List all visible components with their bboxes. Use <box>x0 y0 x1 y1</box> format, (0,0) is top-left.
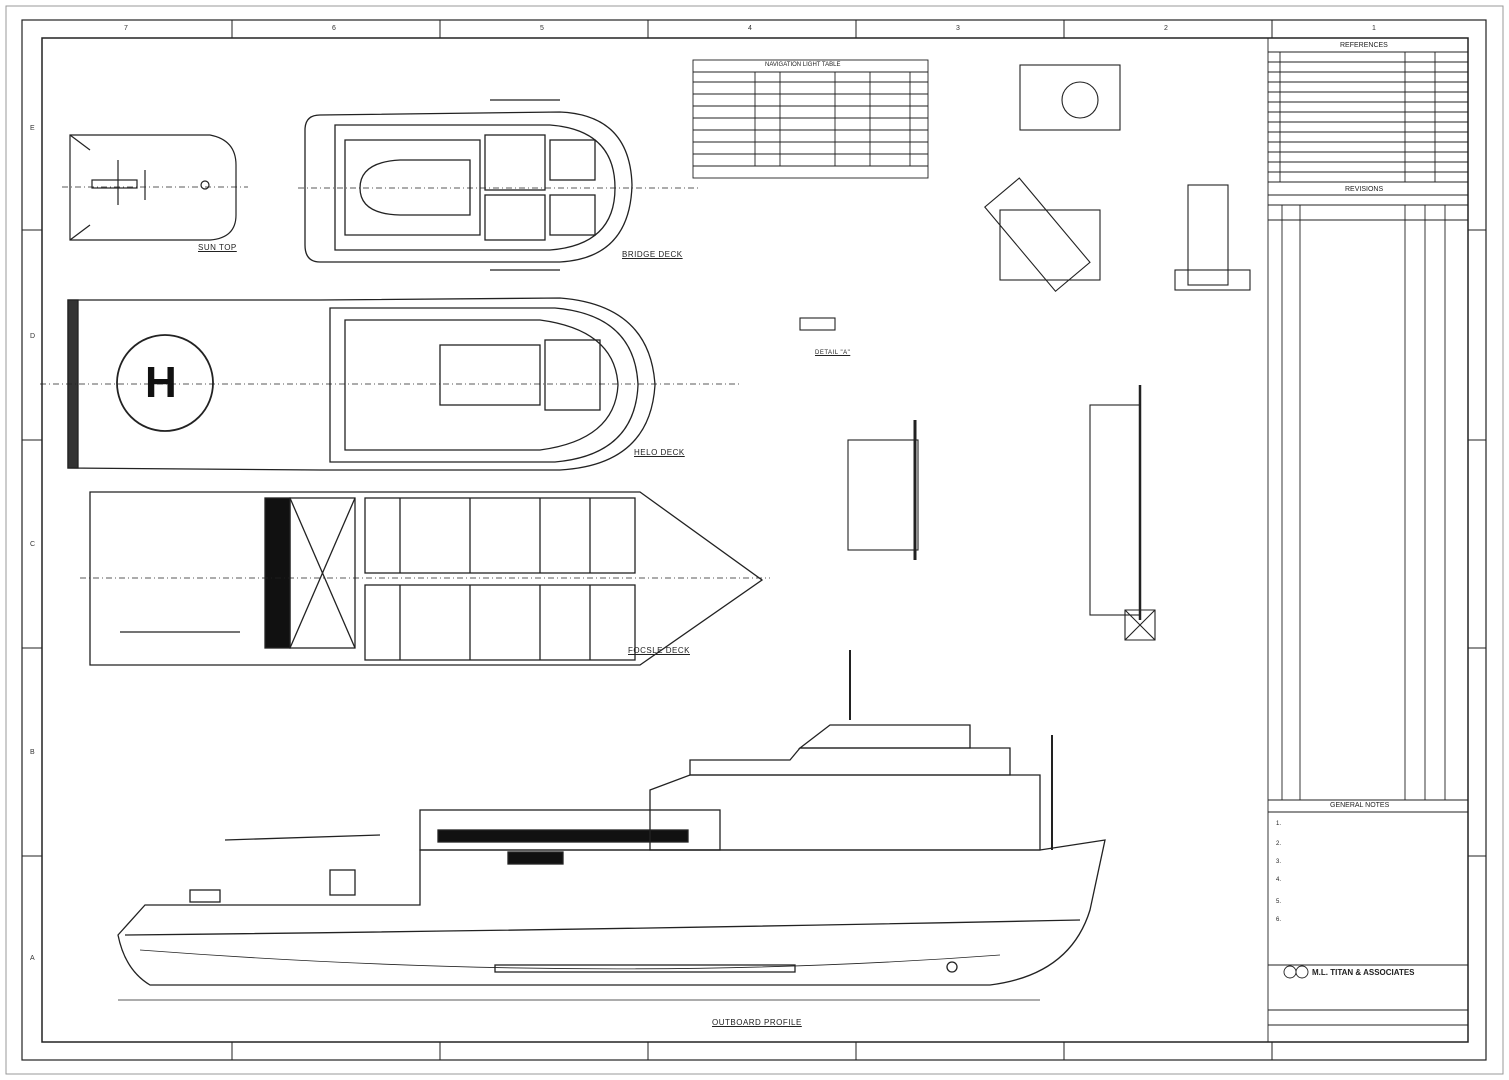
focsle-deck-view <box>80 491 770 666</box>
outboard-profile-view <box>117 650 1106 1001</box>
helipad-marking: H <box>145 358 177 407</box>
bridge-deck-view <box>298 99 700 271</box>
navigation-light-table <box>692 59 929 179</box>
zone-side-c: C <box>30 541 36 548</box>
zone-top-3: 3 <box>956 25 960 32</box>
zone-side-e: E <box>30 125 35 132</box>
zone-top-4: 4 <box>748 25 752 32</box>
note-5: 5. <box>1276 899 1282 905</box>
sun-top-view <box>62 134 248 241</box>
detail-sketches <box>799 64 1251 641</box>
note-1: 1. <box>1276 821 1282 827</box>
helo-deck-view <box>40 297 740 471</box>
bridge-deck-label: BRIDGE DECK <box>622 250 683 259</box>
outboard-profile-label: OUTBOARD PROFILE <box>712 1018 802 1027</box>
revisions-header: REVISIONS <box>1345 186 1384 193</box>
zone-side-a: A <box>30 955 35 962</box>
zone-top-7: 7 <box>124 25 128 32</box>
zone-top-1: 1 <box>1372 25 1376 32</box>
zone-top-5: 5 <box>540 25 544 32</box>
note-3: 3. <box>1276 859 1282 865</box>
helo-deck-label: HELO DECK <box>634 448 685 457</box>
title-block <box>1267 38 1468 1042</box>
note-4: 4. <box>1276 877 1282 883</box>
zone-top-6: 6 <box>332 25 336 32</box>
sun-top-label: SUN TOP <box>198 243 237 252</box>
zone-side-d: D <box>30 333 36 340</box>
note-6: 6. <box>1276 917 1282 923</box>
zone-top-2: 2 <box>1164 25 1168 32</box>
references-header: REFERENCES <box>1340 42 1388 49</box>
table-header: NAVIGATION LIGHT TABLE <box>765 62 841 68</box>
note-2: 2. <box>1276 841 1282 847</box>
detail-a-label: DETAIL "A" <box>815 350 851 356</box>
zone-side-b: B <box>30 749 35 756</box>
focsle-deck-label: FOCSLE DECK <box>628 646 690 655</box>
general-notes-header: GENERAL NOTES <box>1330 802 1390 809</box>
firm-name: M.L. TITAN & ASSOCIATES <box>1312 968 1415 977</box>
